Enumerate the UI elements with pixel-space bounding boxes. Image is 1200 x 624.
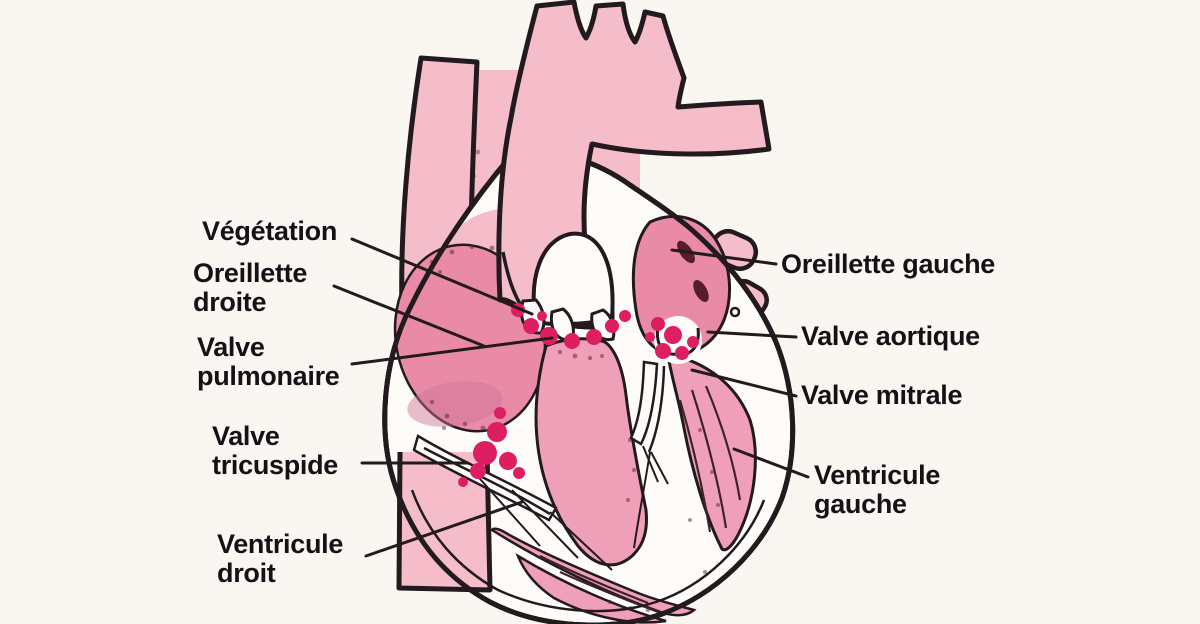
heart-outline-stroke [382,147,796,624]
leader-line-vegetation [350,237,534,316]
vegetation-aortic [645,317,699,360]
label-valve-aortique: Valve aortique [801,321,980,351]
label-oreillette-droite: Oreillette droite [193,258,308,318]
leader-line-valve-aortique [706,330,798,339]
label-ventricule-gauche: Ventricule gauche [814,460,941,520]
leader-line-oreillette-gauche [670,248,778,266]
pericardium-inner-line [410,489,766,613]
pericardium-node [729,306,741,318]
pulmonary-root [531,231,615,327]
inferior-vena-cava [396,451,493,593]
leader-line-oreillette-droite [332,284,486,348]
leader-line-valve-mitrale [690,368,798,398]
mitral-chordae [642,445,669,485]
leader-lines [332,237,810,558]
left-ventricle-wall [666,352,757,552]
label-valve-mitrale: Valve mitrale [801,380,963,410]
label-vegetation: Végétation [202,216,338,246]
leader-line-ventricule-droit [364,500,524,558]
mitral-valve [629,360,669,549]
vegetation-pulmonary [511,303,631,349]
stipple-texture [688,428,720,522]
label-valve-tricuspide: Valve tricuspide [212,421,339,481]
vegetation-tricuspid [458,407,525,487]
label-ventricule-droit: Ventricule droit [217,529,344,589]
leader-line-valve-pulmonaire [350,336,554,366]
interventricular-septum [534,337,648,567]
leader-line-ventricule-gauche [732,447,810,479]
label-oreillette-gauche: Oreillette gauche [781,249,995,279]
stipple-texture [607,570,707,613]
papillary-muscle-streaks [678,385,742,533]
label-valve-pulmonaire: Valve pulmonaire [197,332,340,392]
